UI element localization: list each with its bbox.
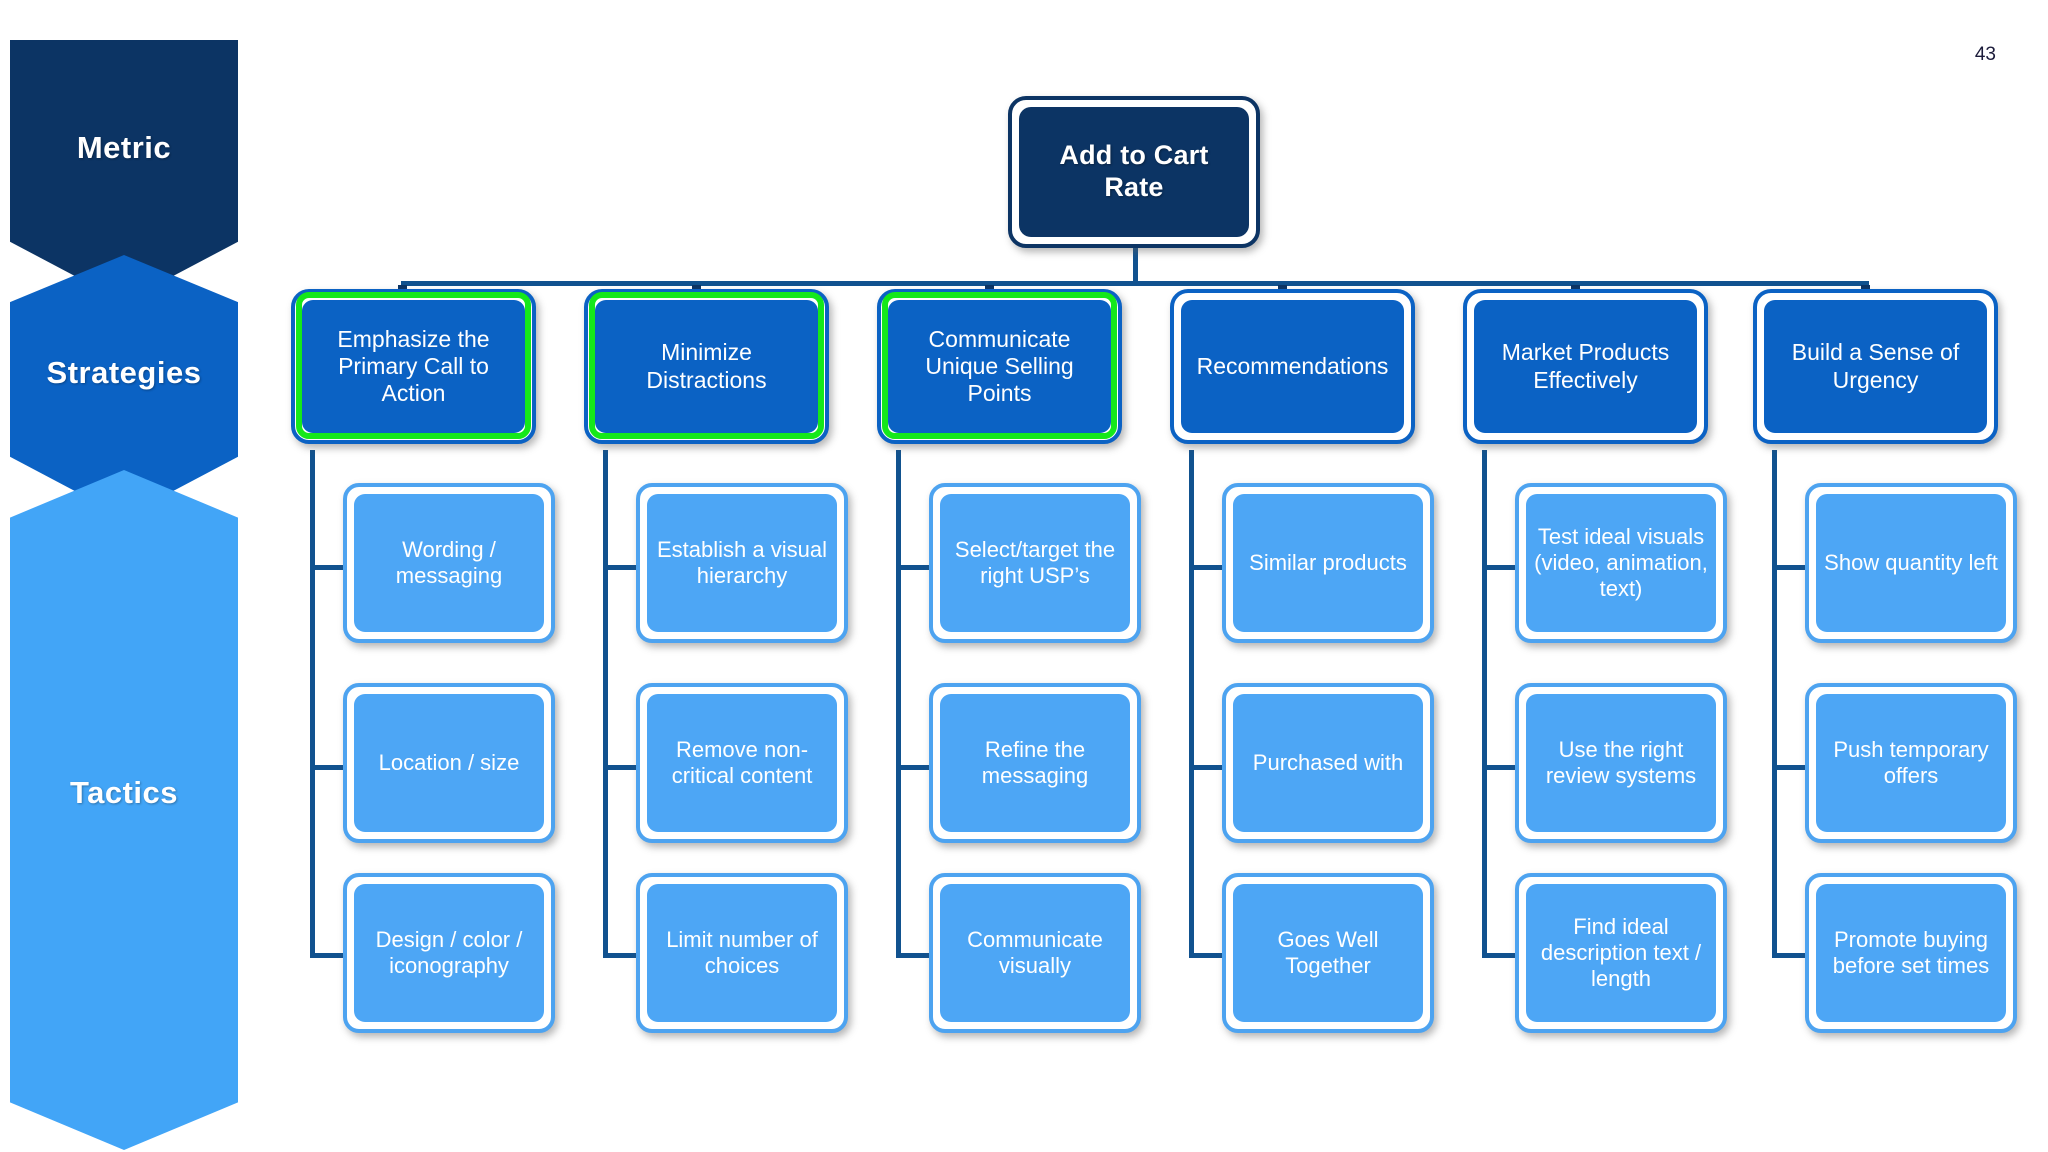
tactic-node-3-1[interactable]: Select/target the right USP’s (929, 483, 1141, 643)
tactic-node-1-3[interactable]: Design / color / iconography (343, 873, 555, 1033)
tactic-node-6-2[interactable]: Push temporary offers (1805, 683, 2017, 843)
level-rail: Metric Strategies Tactics (10, 40, 238, 1150)
tactic-node-1-1-label: Wording / messaging (354, 494, 544, 632)
tactic-node-6-3-label: Promote buying before set times (1816, 884, 2006, 1022)
page-number: 43 (1974, 44, 1996, 65)
tactic-node-3-2[interactable]: Refine the messaging (929, 683, 1141, 843)
tactic-node-3-1-label: Select/target the right USP’s (940, 494, 1130, 632)
strategy-node-3[interactable]: Communicate Unique Selling Points (877, 289, 1122, 444)
tactic-node-4-1[interactable]: Similar products (1222, 483, 1434, 643)
strategy-node-5[interactable]: Market Products Effectively (1463, 289, 1708, 444)
tactic-node-5-3[interactable]: Find ideal description text / length (1515, 873, 1727, 1033)
strategy-node-1[interactable]: Emphasize the Primary Call to Action (291, 289, 536, 444)
connector-trunk-2 (603, 450, 608, 958)
tactic-node-5-1[interactable]: Test ideal visuals (video, animation, te… (1515, 483, 1727, 643)
tactic-node-5-3-label: Find ideal description text / length (1526, 884, 1716, 1022)
metric-node-add-to-cart-rate[interactable]: Add to Cart Rate (1008, 96, 1260, 248)
tactic-node-4-1-label: Similar products (1233, 494, 1423, 632)
tactic-node-1-1[interactable]: Wording / messaging (343, 483, 555, 643)
tactic-node-2-1-label: Establish a visual hierarchy (647, 494, 837, 632)
tactic-node-6-1-label: Show quantity left (1816, 494, 2006, 632)
rail-band-tactics: Tactics (10, 470, 238, 1150)
tactic-node-6-2-label: Push temporary offers (1816, 694, 2006, 832)
strategy-node-3-label: Communicate Unique Selling Points (888, 300, 1111, 433)
strategy-node-6[interactable]: Build a Sense of Urgency (1753, 289, 1998, 444)
tactic-node-6-3[interactable]: Promote buying before set times (1805, 873, 2017, 1033)
tactic-node-4-2[interactable]: Purchased with (1222, 683, 1434, 843)
tactic-node-1-2[interactable]: Location / size (343, 683, 555, 843)
tactic-node-6-1[interactable]: Show quantity left (1805, 483, 2017, 643)
strategy-node-2-label: Minimize Distractions (595, 300, 818, 433)
tactic-node-1-3-label: Design / color / iconography (354, 884, 544, 1022)
strategy-node-4-label: Recommendations (1181, 300, 1404, 433)
strategy-node-4[interactable]: Recommendations (1170, 289, 1415, 444)
tactic-node-2-3-label: Limit number of choices (647, 884, 837, 1022)
connector-trunk-1 (310, 450, 315, 958)
tactic-node-4-3-label: Goes Well Together (1233, 884, 1423, 1022)
tactic-node-3-3[interactable]: Communicate visually (929, 873, 1141, 1033)
connector-trunk-5 (1482, 450, 1487, 958)
tactic-node-4-2-label: Purchased with (1233, 694, 1423, 832)
tactic-node-1-2-label: Location / size (354, 694, 544, 832)
tactic-node-5-1-label: Test ideal visuals (video, animation, te… (1526, 494, 1716, 632)
connector-root-drop (1133, 246, 1138, 284)
tactic-node-5-2-label: Use the right review systems (1526, 694, 1716, 832)
rail-label-metric: Metric (76, 130, 172, 165)
strategy-node-6-label: Build a Sense of Urgency (1764, 300, 1987, 433)
strategy-node-5-label: Market Products Effectively (1474, 300, 1697, 433)
connector-trunk-4 (1189, 450, 1194, 958)
tactic-node-3-2-label: Refine the messaging (940, 694, 1130, 832)
tactic-node-3-3-label: Communicate visually (940, 884, 1130, 1022)
tactic-node-2-3[interactable]: Limit number of choices (636, 873, 848, 1033)
rail-label-strategies: Strategies (46, 355, 202, 390)
rail-label-tactics: Tactics (69, 775, 179, 810)
tactic-node-2-1[interactable]: Establish a visual hierarchy (636, 483, 848, 643)
rail-band-strategies: Strategies (10, 255, 238, 517)
connector-trunk-6 (1772, 450, 1777, 958)
connector-strategy-bus (401, 281, 1869, 286)
connector-trunk-3 (896, 450, 901, 958)
tactic-node-5-2[interactable]: Use the right review systems (1515, 683, 1727, 843)
tactic-node-2-2[interactable]: Remove non-critical content (636, 683, 848, 843)
strategy-node-2[interactable]: Minimize Distractions (584, 289, 829, 444)
metric-node-label: Add to Cart Rate (1019, 107, 1249, 237)
tactic-node-2-2-label: Remove non-critical content (647, 694, 837, 832)
tactic-node-4-3[interactable]: Goes Well Together (1222, 873, 1434, 1033)
strategy-node-1-label: Emphasize the Primary Call to Action (302, 300, 525, 433)
